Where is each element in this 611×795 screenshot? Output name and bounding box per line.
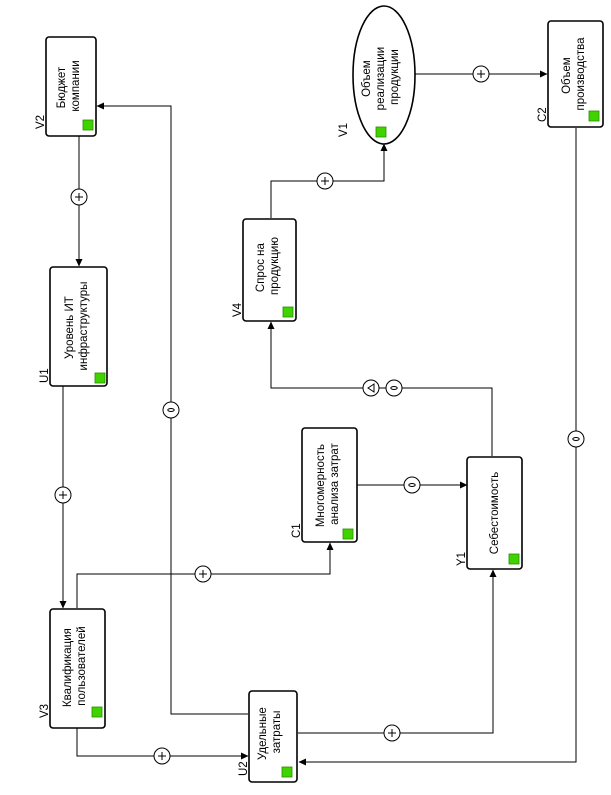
node-v3[interactable]: Квалификация пользователей V3	[39, 608, 106, 729]
svg-text:Бюджет компании: Бюджет компании	[56, 60, 82, 111]
svg-text:Уровень ИТ инфраструктур: Уровень ИТ инфраструктуры	[64, 282, 90, 371]
node-label-line: Уровень ИТ	[64, 296, 76, 359]
node-label-line: продукции	[389, 49, 401, 105]
status-square	[508, 553, 520, 565]
node-v2[interactable]: Бюджет компании V2	[35, 36, 97, 137]
status-square	[82, 119, 94, 131]
plus-sign-icon	[383, 724, 401, 742]
node-label-line: продукцию	[269, 237, 281, 295]
node-id: V3	[39, 704, 51, 718]
node-label-line: анализа затрат	[329, 442, 341, 524]
node-u2[interactable]: Удельные затраты U2	[238, 690, 298, 783]
svg-text:Объем производства: Объем производства	[561, 37, 587, 111]
node-label-line: Себестоимость	[489, 472, 501, 554]
svg-text:Себестоимость: Себестоимость	[489, 472, 501, 554]
node-v4[interactable]: Спрос на продукцию V4	[232, 218, 297, 322]
node-label-line: инфраструктуры	[78, 282, 90, 371]
node-label-line: Удельные	[257, 707, 269, 760]
status-square	[281, 766, 293, 778]
plus-sign-icon	[153, 747, 171, 765]
node-label-line: компании	[70, 60, 82, 111]
edge-c2-u2	[298, 128, 577, 766]
node-label-line: затраты	[271, 711, 283, 754]
node-label-line: Квалификация	[62, 628, 74, 707]
node-id: U1	[39, 368, 51, 383]
zero-sign-icon	[385, 379, 403, 397]
node-id: V1	[338, 123, 350, 137]
status-square	[342, 528, 354, 540]
edge-y1-v4	[267, 321, 493, 456]
status-square	[588, 110, 600, 122]
node-id: Y1	[456, 552, 468, 566]
node-label-line: Многомерность	[315, 444, 327, 527]
delay-icon	[362, 379, 380, 397]
node-c2[interactable]: Объем производства C2	[537, 20, 604, 128]
svg-text:Объем реализации п: Объем реализации продукции	[361, 44, 401, 111]
edge-u2-y1	[298, 569, 497, 734]
node-label-line: реализации	[375, 47, 387, 110]
svg-text:Квалификация пользовател: Квалификация пользователей	[62, 625, 88, 707]
node-c1[interactable]: Многомерность анализа затрат C1	[291, 427, 358, 543]
node-id: U2	[238, 761, 250, 776]
status-square	[375, 126, 387, 138]
node-label-line: Объем	[361, 60, 373, 97]
node-id: V4	[232, 302, 244, 317]
plus-sign-icon	[316, 172, 334, 190]
svg-text:Многомерность анализа за: Многомерность анализа затрат	[315, 441, 341, 527]
plus-sign-icon	[194, 565, 212, 583]
svg-text:Спрос на продукцию: Спрос на продукцию	[255, 237, 281, 295]
plus-sign-icon	[472, 65, 490, 83]
node-label-line: Объем	[561, 57, 573, 94]
node-id: C1	[291, 523, 303, 538]
edge-signs	[54, 65, 585, 765]
node-label-line: Бюджет	[56, 66, 68, 108]
node-id: V2	[35, 115, 47, 129]
plus-sign-icon	[54, 486, 72, 504]
node-y1[interactable]: Себестоимость Y1	[456, 456, 523, 570]
node-label-line: пользователей	[76, 626, 88, 705]
plus-sign-icon	[70, 188, 88, 206]
status-square	[91, 706, 103, 718]
status-square	[94, 372, 106, 384]
svg-text:Удельные затраты: Удельные затраты	[257, 704, 283, 760]
zero-sign-icon	[403, 476, 421, 494]
node-u1[interactable]: Уровень ИТ инфраструктуры U1	[39, 266, 108, 387]
node-id: C2	[537, 107, 549, 122]
edge-v3-u2	[76, 728, 249, 760]
node-label-line: производства	[575, 37, 587, 111]
node-v1[interactable]: Объем реализации продукции V1	[338, 5, 416, 145]
status-square	[282, 306, 294, 318]
zero-sign-icon	[567, 430, 585, 448]
node-label-line: Спрос на	[255, 242, 267, 292]
zero-sign-icon	[162, 401, 180, 419]
